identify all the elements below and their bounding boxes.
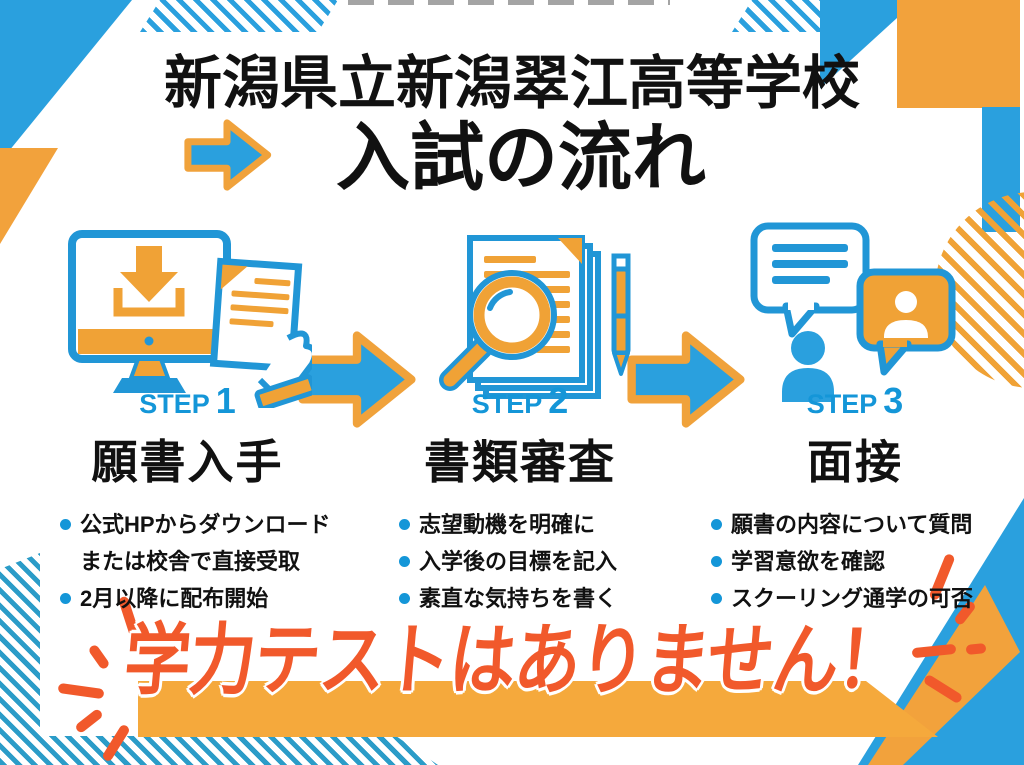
bullet-item: 志望動機を明確に xyxy=(399,506,655,543)
interview-speech-bubbles-icon xyxy=(750,222,956,402)
banner-highlight-bar xyxy=(138,681,938,737)
bullet-item: スクーリング通学の可否 xyxy=(711,580,1005,617)
step-1-number: 1 xyxy=(215,380,236,421)
diagonal-stripes-bottom-left-vertical xyxy=(0,553,40,765)
bullet-dot-icon xyxy=(711,556,722,567)
bullet-dot-icon xyxy=(60,593,71,604)
diagonal-stripes-top-left xyxy=(140,0,338,32)
bullet-item: 入学後の目標を記入 xyxy=(399,543,655,580)
page-title: 入試の流れ xyxy=(336,116,706,199)
emphasis-line xyxy=(87,643,111,671)
step-2-title: 書類審査 xyxy=(424,436,616,488)
bullet-item: 公式HPからダウンロード xyxy=(60,506,335,543)
step-2-label-text: STEP xyxy=(471,389,543,419)
corner-triangle-top-left-orange xyxy=(0,148,58,244)
emphasis-line xyxy=(74,707,104,735)
bullet-item: 願書の内容について質問 xyxy=(711,506,1005,543)
bullet-dot-icon xyxy=(399,593,410,604)
bullet-item: 学習意欲を確認 xyxy=(711,543,1005,580)
emphasis-line xyxy=(57,682,105,700)
orange-block-top-right xyxy=(897,0,1020,108)
right-arrow-icon xyxy=(184,119,272,191)
bullet-item: 2月以降に配布開始 xyxy=(60,580,335,617)
step-1-title: 願書入手 xyxy=(91,436,284,488)
bullet-dot-icon xyxy=(399,519,410,530)
bullet-dot-icon xyxy=(60,519,71,530)
step-3-title: 面接 xyxy=(807,436,903,488)
step-2-bullets: 志望動機を明確に 入学後の目標を記入 素直な気持ちを書く xyxy=(385,506,655,617)
step-3-number: 3 xyxy=(883,380,904,421)
bullet-dot-icon xyxy=(711,593,722,604)
diagonal-stripes-bottom-left-horizontal xyxy=(0,736,438,765)
no-test-banner-text: 学力テストはありません！ xyxy=(120,616,907,704)
step-2-number: 2 xyxy=(548,380,569,421)
step-3-label-text: STEP xyxy=(806,389,878,419)
flow-arrow-1-icon xyxy=(298,331,416,428)
bullet-item-continuation: または校舎で直接受取 xyxy=(80,549,301,574)
step-3-bullets: 願書の内容について質問 学習意欲を確認 スクーリング通学の可否 xyxy=(705,506,1005,617)
bullet-dot-icon xyxy=(399,556,410,567)
cutoff-text-fragment-top xyxy=(348,0,670,5)
download-document-icon xyxy=(68,230,312,408)
step-1-label-text: STEP xyxy=(139,389,210,419)
school-name-title: 新潟県立新潟翠江高等学校 xyxy=(163,51,860,116)
flow-arrow-2-icon xyxy=(627,331,745,428)
document-review-magnifier-icon xyxy=(439,235,631,399)
bullet-dot-icon xyxy=(711,519,722,530)
bullet-item: 素直な気持ちを書く xyxy=(399,580,655,617)
step-1-bullets: 公式HPからダウンロード または校舎で直接受取 2月以降に配布開始 xyxy=(40,506,335,617)
